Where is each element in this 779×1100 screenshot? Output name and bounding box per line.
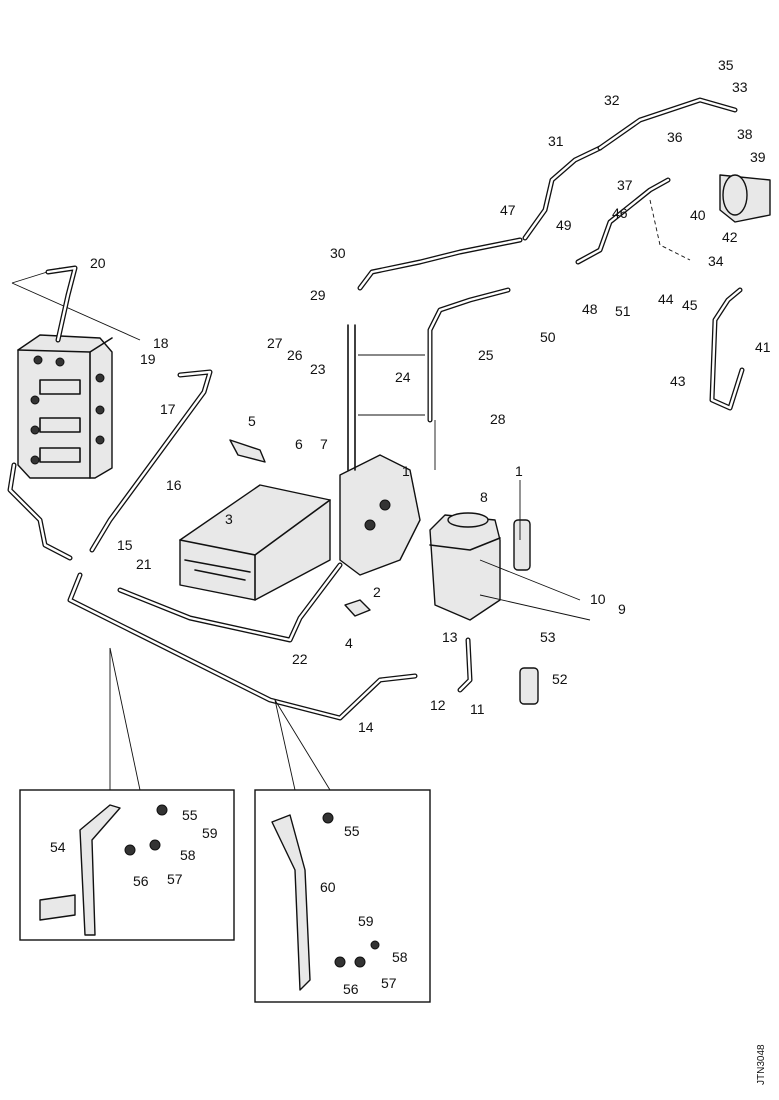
- callout-22: 22: [292, 651, 308, 667]
- pipe-46: [575, 177, 671, 265]
- callout-36: 36: [667, 129, 683, 145]
- callout-46: 46: [612, 205, 628, 221]
- callout-inset2-56: 56: [343, 981, 359, 997]
- reservoir-8: [429, 512, 501, 621]
- fitting-5: [229, 439, 266, 463]
- callout-inset2-57: 57: [381, 975, 397, 991]
- callout-51: 51: [615, 303, 631, 319]
- drawing-reference-code: JTN3048: [756, 1044, 767, 1085]
- callout-39: 39: [750, 149, 766, 165]
- callout-14: 14: [358, 719, 374, 735]
- callout-13: 13: [442, 629, 458, 645]
- pipe-24-main: [427, 287, 511, 423]
- callout-34: 34: [708, 253, 724, 269]
- callout-16: 16: [166, 477, 182, 493]
- callout-44: 44: [658, 291, 674, 307]
- callout-30: 30: [330, 245, 346, 261]
- callout-labels: 1 1 2 3 4 5 6 7 8 9 10 11 12 13 14 15 16…: [50, 57, 771, 997]
- pump-assembly: [17, 334, 113, 479]
- hose-52: [519, 667, 539, 705]
- callout-1a: 1: [402, 463, 410, 479]
- hose-11: [457, 637, 473, 693]
- inset-right-bracket: [271, 812, 380, 991]
- callout-5: 5: [248, 413, 256, 429]
- callout-28: 28: [490, 411, 506, 427]
- callout-2: 2: [373, 584, 381, 600]
- callout-53: 53: [540, 629, 556, 645]
- oil-cooler-3: [179, 484, 331, 601]
- callout-41: 41: [755, 339, 771, 355]
- callout-25: 25: [478, 347, 494, 363]
- callout-29: 29: [310, 287, 326, 303]
- callout-inset2-59: 59: [358, 913, 374, 929]
- callout-11: 11: [470, 701, 485, 717]
- callout-inset1-56: 56: [133, 873, 149, 889]
- callout-49: 49: [556, 217, 572, 233]
- callout-37: 37: [617, 177, 633, 193]
- callout-18: 18: [153, 335, 169, 351]
- callout-6: 6: [295, 436, 303, 452]
- callout-inset2-60: 60: [320, 879, 336, 895]
- pipe-23: [347, 324, 356, 471]
- callout-inset2-58: 58: [392, 949, 408, 965]
- inset-frame-left: [19, 789, 235, 941]
- bolt-4: [344, 599, 371, 617]
- callout-4: 4: [345, 635, 353, 651]
- pipe-32: [597, 97, 738, 151]
- callout-inset1-59: 59: [202, 825, 218, 841]
- pipe-20: [45, 265, 78, 343]
- callout-3: 3: [225, 511, 233, 527]
- callout-24: 24: [395, 369, 411, 385]
- callout-52: 52: [552, 671, 568, 687]
- callout-26: 26: [287, 347, 303, 363]
- inset-left-bracket: [39, 804, 168, 936]
- pipe-31: [522, 145, 603, 241]
- callout-10: 10: [590, 591, 606, 607]
- callout-12: 12: [430, 697, 446, 713]
- pump-40: [719, 174, 771, 223]
- callout-inset2-55: 55: [344, 823, 360, 839]
- callout-23: 23: [310, 361, 326, 377]
- callout-20: 20: [90, 255, 106, 271]
- pipe-17: [89, 369, 213, 553]
- callout-7: 7: [320, 436, 328, 452]
- callout-inset1-55: 55: [182, 807, 198, 823]
- callout-9: 9: [618, 601, 626, 617]
- bracket-1: [339, 454, 421, 576]
- callout-40: 40: [690, 207, 706, 223]
- pipe-22: [117, 562, 343, 643]
- callout-42: 42: [722, 229, 738, 245]
- callout-19: 19: [140, 351, 156, 367]
- callout-31: 31: [548, 133, 564, 149]
- callout-15: 15: [117, 537, 133, 553]
- callout-50: 50: [540, 329, 556, 345]
- callout-17: 17: [160, 401, 176, 417]
- hose-1: [513, 519, 531, 571]
- callout-45: 45: [682, 297, 698, 313]
- callout-27: 27: [267, 335, 283, 351]
- callout-inset1-58: 58: [180, 847, 196, 863]
- pipe-43: [709, 287, 745, 411]
- callout-43: 43: [670, 373, 686, 389]
- callout-33: 33: [732, 79, 748, 95]
- callout-1b: 1: [515, 463, 523, 479]
- pipe-14: [67, 572, 418, 721]
- callout-inset1-57: 57: [167, 871, 183, 887]
- callout-48: 48: [582, 301, 598, 317]
- callout-21: 21: [136, 556, 152, 572]
- callout-8: 8: [480, 489, 488, 505]
- callout-35: 35: [718, 57, 734, 73]
- callout-inset1-54: 54: [50, 839, 66, 855]
- pipe-30: [357, 237, 523, 291]
- pipe-16-return: [7, 462, 73, 561]
- callout-38: 38: [737, 126, 753, 142]
- callout-47: 47: [500, 202, 516, 218]
- inset-frame-right: [254, 789, 431, 1003]
- callout-32: 32: [604, 92, 620, 108]
